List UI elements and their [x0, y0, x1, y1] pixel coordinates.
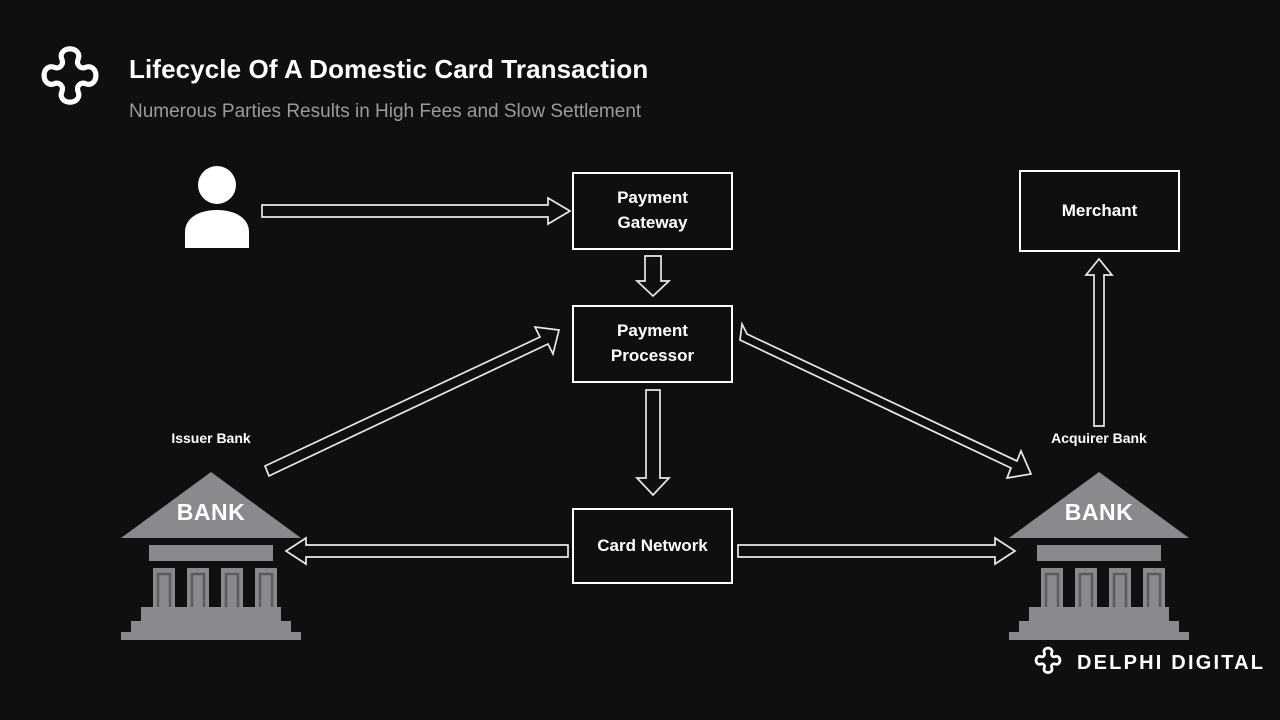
edge-issuer-to-processor	[263, 325, 561, 478]
edge-gateway-to-processor	[634, 255, 672, 298]
node-card-network-label: Card Network	[597, 535, 708, 555]
footer-brand: DELPHI DIGITAL	[1031, 645, 1265, 681]
node-merchant[interactable]: Merchant	[1019, 170, 1180, 252]
bank-building-icon	[1009, 472, 1189, 640]
node-card-network[interactable]: Card Network	[572, 508, 733, 584]
node-payment-gateway[interactable]: Payment Gateway	[572, 172, 733, 250]
delphi-knot-logo-icon	[1031, 644, 1065, 683]
edge-customer-to-gateway	[261, 196, 572, 226]
bank-building-icon	[121, 472, 301, 640]
acquirer-bank-label: Acquirer Bank	[1051, 430, 1147, 446]
edge-network-to-acquirer	[737, 536, 1017, 566]
node-payment-gateway-label: Payment Gateway	[617, 188, 688, 232]
customer-person-icon	[183, 166, 251, 248]
edge-network-to-issuer	[284, 536, 569, 566]
footer-wordmark: DELPHI DIGITAL	[1077, 651, 1266, 674]
node-acquirer-bank[interactable]: Acquirer Bank BANK	[1003, 430, 1195, 640]
node-issuer-bank[interactable]: Issuer Bank BANK	[115, 430, 307, 640]
node-merchant-label: Merchant	[1061, 200, 1138, 220]
edge-acquirer-to-merchant	[1084, 257, 1114, 427]
page-subtitle: Numerous Parties Results in High Fees an…	[129, 101, 642, 122]
page-title: Lifecycle Of A Domestic Card Transaction	[129, 54, 649, 84]
node-payment-processor[interactable]: Payment Processor	[572, 305, 733, 383]
node-payment-processor-label: Payment Processor	[610, 321, 695, 365]
issuer-bank-label: Issuer Bank	[171, 430, 251, 446]
delphi-knot-logo-icon	[33, 40, 107, 114]
edge-processor-to-acquirer	[739, 321, 1033, 480]
edge-processor-to-network	[635, 389, 671, 497]
